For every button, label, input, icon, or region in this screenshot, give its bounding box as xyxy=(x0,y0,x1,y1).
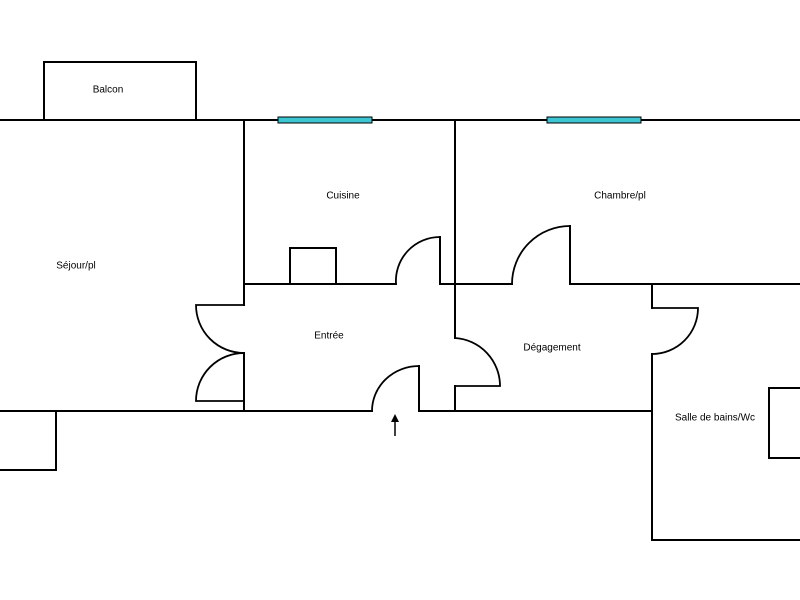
label-sejour: Séjour/pl xyxy=(56,261,95,272)
windows xyxy=(277,116,642,124)
entrance-arrow-icon xyxy=(391,414,399,436)
label-entree: Entrée xyxy=(314,331,344,342)
door-degagement xyxy=(454,337,501,387)
label-balcon: Balcon xyxy=(93,85,124,96)
fixtures xyxy=(289,247,800,459)
room-labels: Balcon Séjour/pl Cuisine Chambre/pl Entr… xyxy=(56,85,755,424)
window-cuisine xyxy=(277,116,373,124)
doors xyxy=(195,225,699,412)
interior-walls xyxy=(243,119,800,412)
door-sejour-upper xyxy=(195,304,245,354)
door-cuisine xyxy=(395,236,441,285)
window-chambre xyxy=(546,116,642,124)
balcon-area xyxy=(43,61,197,121)
label-chambre: Chambre/pl xyxy=(594,191,646,202)
label-cuisine: Cuisine xyxy=(326,191,360,202)
door-entree xyxy=(371,365,420,412)
door-sejour-lower xyxy=(195,352,245,402)
label-degagement: Dégagement xyxy=(523,343,580,354)
door-sdb xyxy=(651,307,699,355)
exterior-walls xyxy=(0,119,800,541)
door-chambre xyxy=(511,225,571,285)
kitchen-counter xyxy=(289,247,337,285)
label-sdb: Salle de bains/Wc xyxy=(675,413,755,424)
bathtub xyxy=(768,387,800,459)
